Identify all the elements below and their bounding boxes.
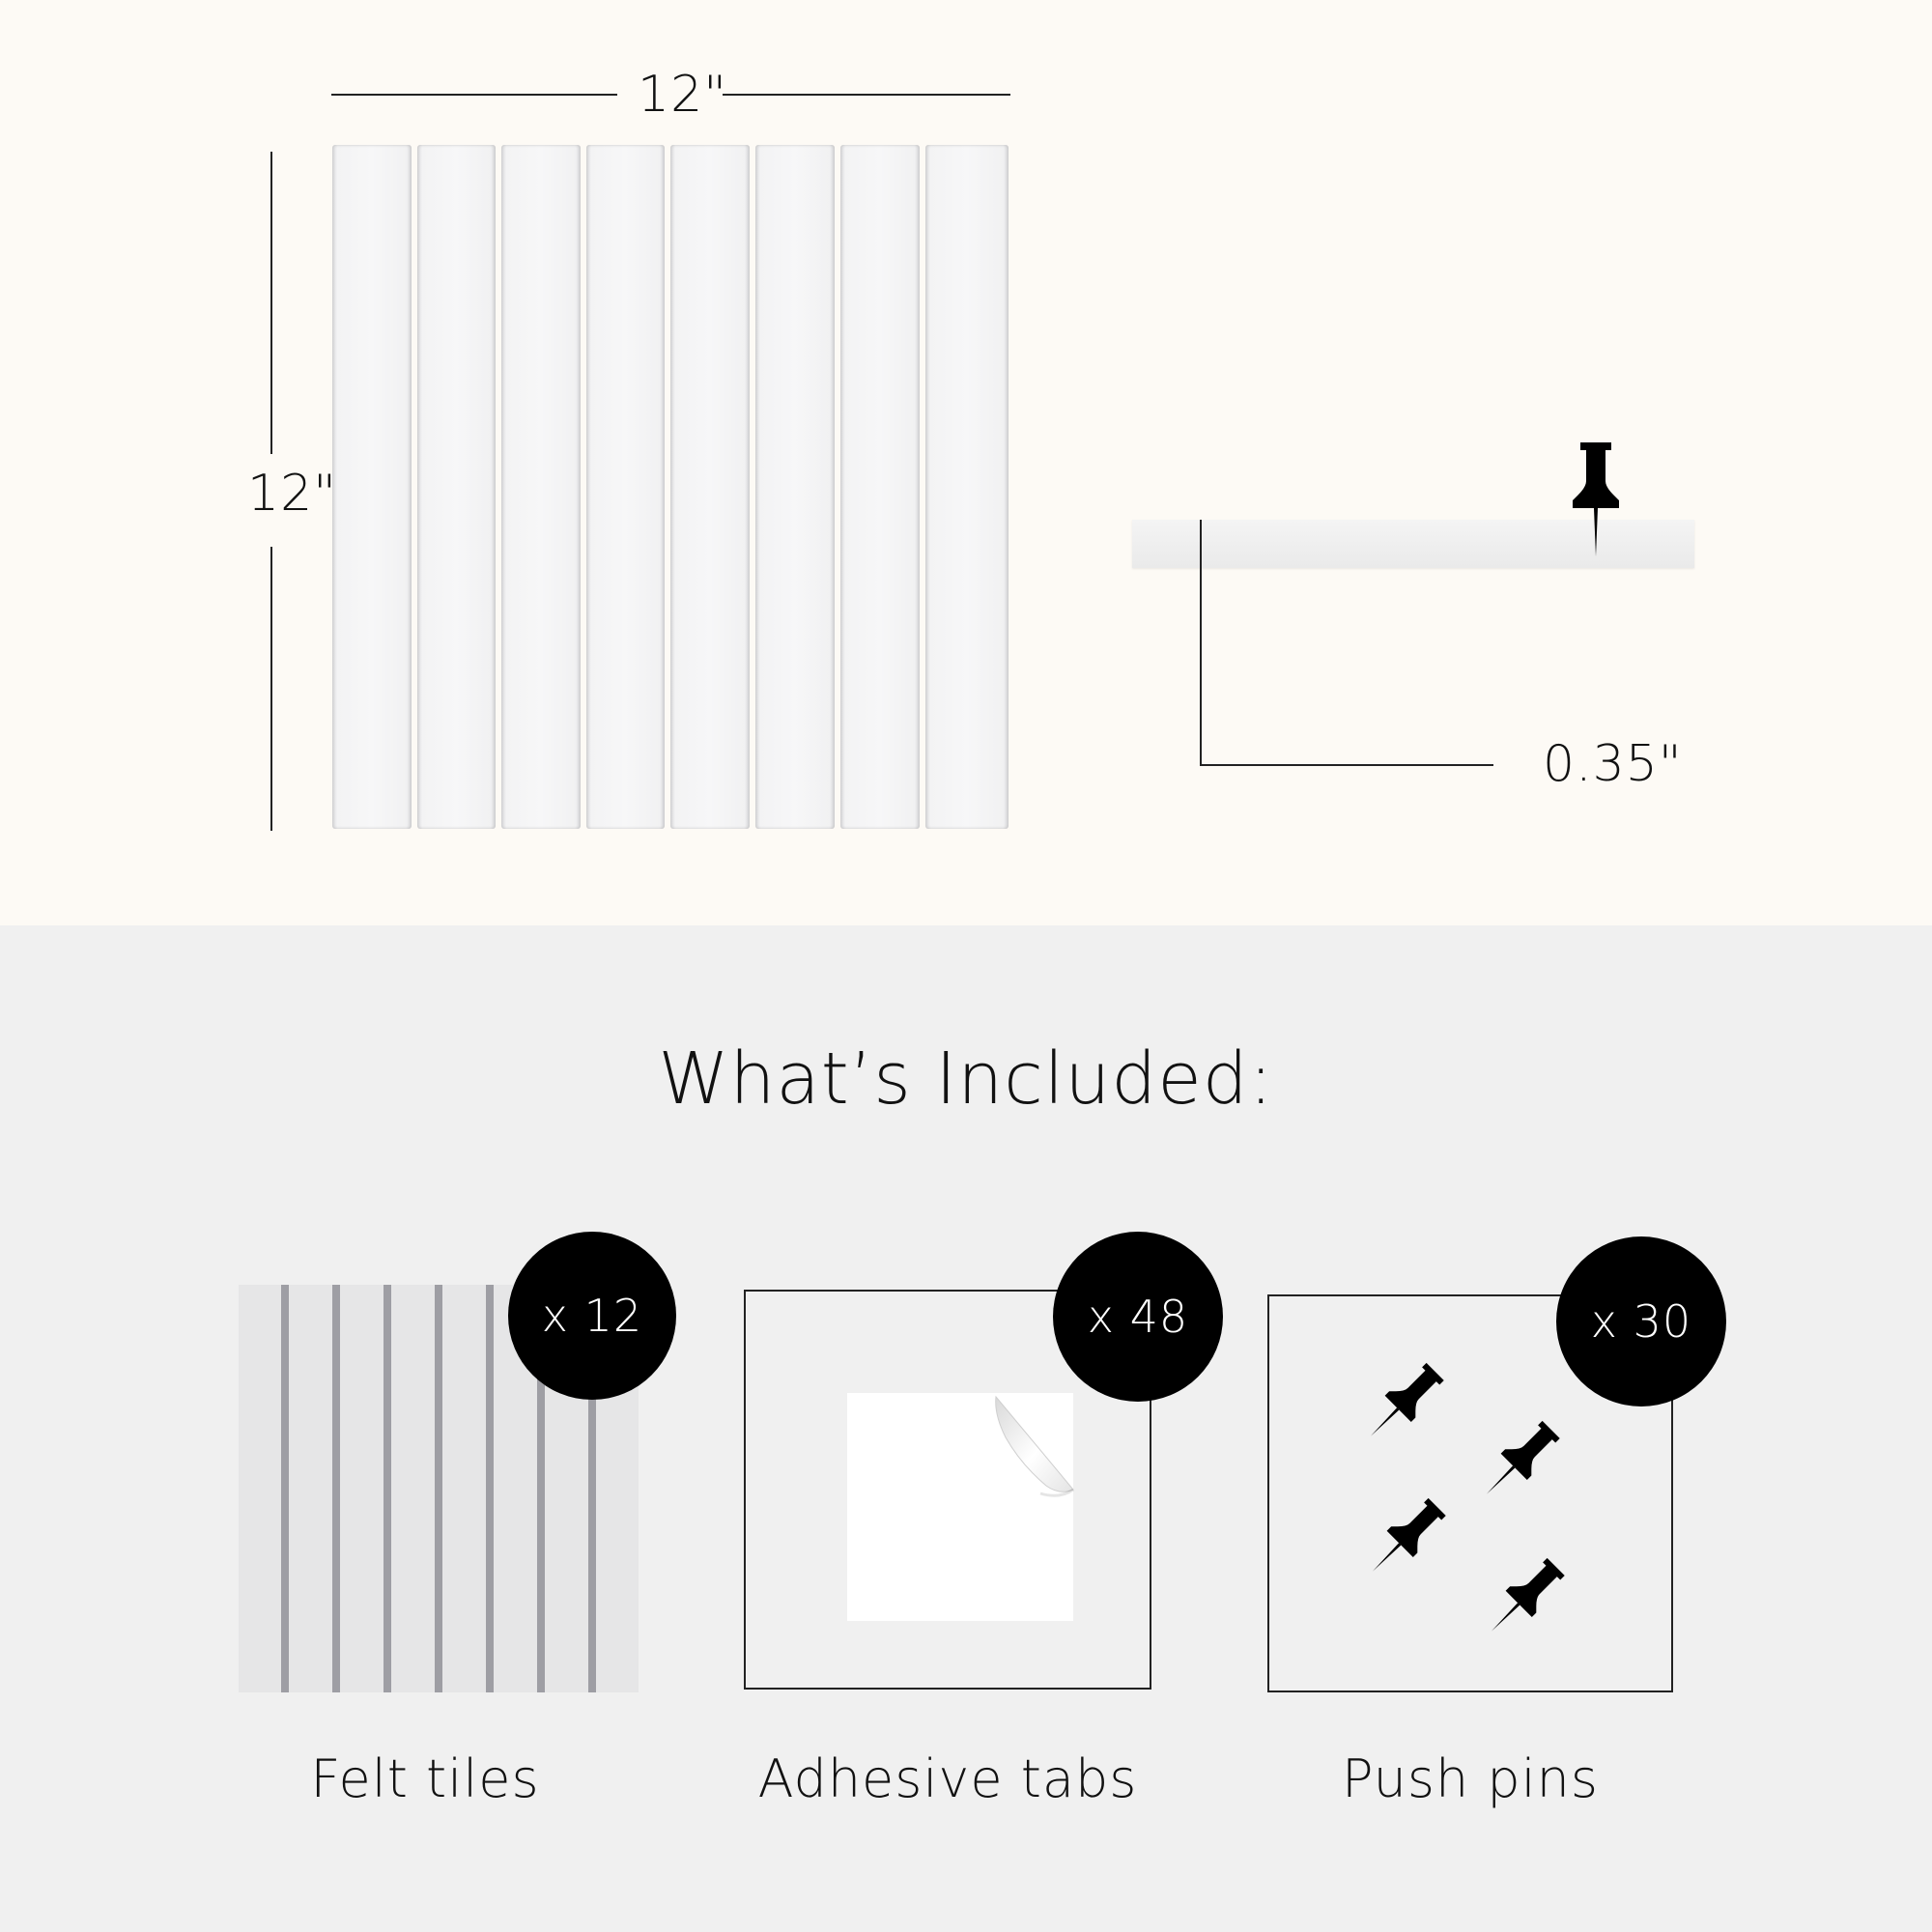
tile-plank — [840, 145, 920, 829]
push-pin-icon — [1491, 1557, 1565, 1632]
felt-tiles-label: Felt tiles — [310, 1748, 540, 1809]
adhesive-tabs-count-badge: x 48 — [1053, 1232, 1223, 1402]
thickness-label: 0.35" — [1543, 735, 1683, 793]
height-dimension-line-top — [270, 152, 272, 454]
push-pins-frame — [1267, 1294, 1673, 1692]
whats-included-heading: What’s Included: — [658, 1037, 1274, 1121]
push-pin-icon — [1573, 442, 1619, 556]
felt-groove — [537, 1285, 545, 1692]
felt-tile-front-view — [332, 145, 1009, 829]
width-label: 12" — [638, 66, 728, 124]
thickness-dimension-horizontal — [1200, 764, 1493, 766]
tile-plank — [755, 145, 835, 829]
peeled-corner-icon — [995, 1395, 1074, 1497]
dimensions-panel: 12" 12" 0.35" — [0, 0, 1932, 925]
push-pins-label: Push pins — [1341, 1748, 1599, 1809]
push-pin-icon — [1370, 1362, 1444, 1436]
tile-plank — [670, 145, 750, 829]
felt-groove — [588, 1285, 596, 1692]
push-pins-count-badge: x 30 — [1556, 1236, 1726, 1406]
width-dimension-line-left — [331, 94, 617, 96]
felt-groove — [435, 1285, 442, 1692]
felt-groove — [281, 1285, 289, 1692]
felt-tiles-count-badge: x 12 — [508, 1232, 676, 1400]
tile-plank — [586, 145, 665, 829]
felt-groove — [486, 1285, 494, 1692]
adhesive-tabs-label: Adhesive tabs — [757, 1748, 1138, 1809]
adhesive-tab-icon — [847, 1393, 1074, 1621]
tile-plank — [501, 145, 581, 829]
felt-tile-side-view — [1132, 520, 1694, 568]
thickness-dimension-vertical — [1200, 520, 1202, 766]
felt-tile-icon — [239, 1285, 639, 1692]
width-dimension-line-right — [723, 94, 1010, 96]
height-label: 12" — [247, 465, 338, 523]
push-pin-icon — [1486, 1420, 1560, 1494]
tile-plank — [925, 145, 1009, 829]
push-pin-icon — [1372, 1497, 1446, 1572]
tile-plank — [417, 145, 496, 829]
tile-plank — [332, 145, 412, 829]
adhesive-tabs-frame — [744, 1290, 1151, 1690]
felt-groove — [332, 1285, 340, 1692]
height-dimension-line-bottom — [270, 547, 272, 831]
felt-groove — [384, 1285, 391, 1692]
